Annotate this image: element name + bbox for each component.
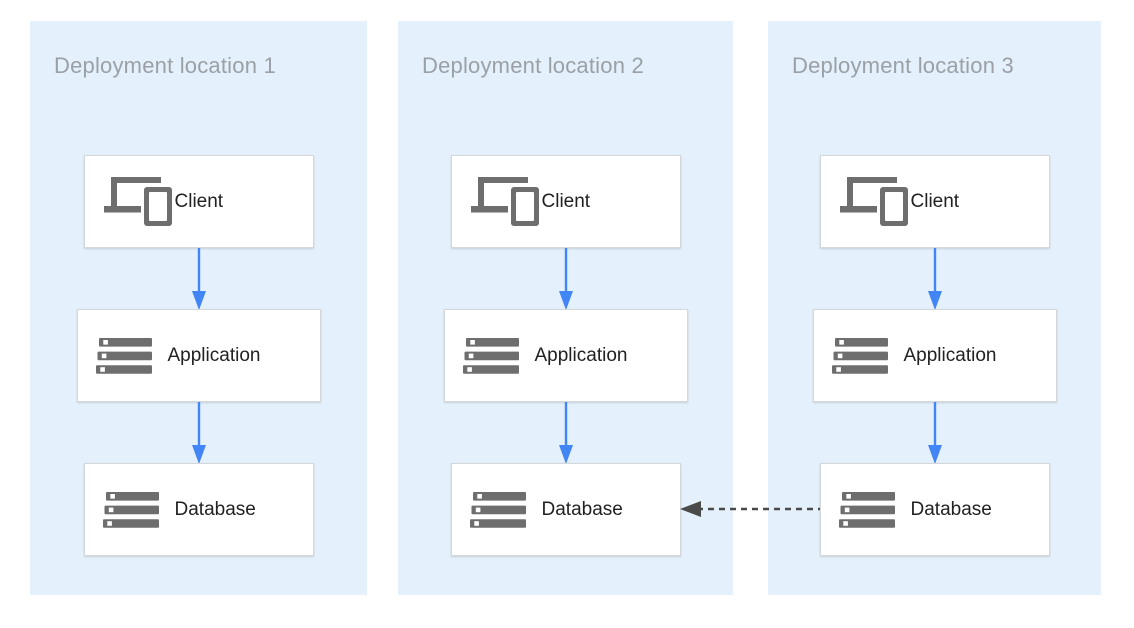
application-label: Application bbox=[534, 344, 628, 366]
arrow-application-to-database bbox=[191, 402, 206, 464]
client-devices-icon bbox=[470, 177, 542, 227]
application-node: Application bbox=[443, 309, 688, 402]
arrow-client-to-application bbox=[558, 248, 573, 310]
application-node: Application bbox=[76, 309, 321, 402]
client-node: Client bbox=[819, 155, 1050, 248]
arrow-application-to-database bbox=[927, 402, 942, 464]
database-node: Database bbox=[83, 463, 314, 556]
server-stack-icon bbox=[463, 338, 535, 374]
database-label: Database bbox=[910, 498, 992, 520]
arrow-application-to-database bbox=[558, 402, 573, 464]
server-stack-icon bbox=[832, 338, 904, 374]
application-node: Application bbox=[812, 309, 1057, 402]
application-label: Application bbox=[167, 344, 261, 366]
server-stack-icon bbox=[96, 338, 168, 374]
deployment-location-3-panel: Deployment location 3 Client Application… bbox=[768, 21, 1101, 595]
server-stack-icon bbox=[103, 492, 175, 528]
panel-title: Deployment location 1 bbox=[54, 53, 276, 78]
arrow-client-to-application bbox=[191, 248, 206, 310]
application-label: Application bbox=[903, 344, 997, 366]
client-devices-icon bbox=[103, 177, 175, 227]
database-node: Database bbox=[819, 463, 1050, 556]
database-label: Database bbox=[541, 498, 623, 520]
arrow-database3-to-database2-dashed bbox=[680, 501, 820, 517]
client-devices-icon bbox=[839, 177, 911, 227]
panel-title: Deployment location 3 bbox=[792, 53, 1014, 78]
client-label: Client bbox=[541, 190, 591, 212]
deployment-location-1-panel: Deployment location 1 Client Application… bbox=[30, 21, 367, 595]
database-node: Database bbox=[450, 463, 681, 556]
client-node: Client bbox=[83, 155, 314, 248]
client-label: Client bbox=[910, 190, 960, 212]
arrow-client-to-application bbox=[927, 248, 942, 310]
server-stack-icon bbox=[470, 492, 542, 528]
panel-title: Deployment location 2 bbox=[422, 53, 644, 78]
database-label: Database bbox=[174, 498, 256, 520]
client-label: Client bbox=[174, 190, 224, 212]
client-node: Client bbox=[450, 155, 681, 248]
deployment-location-2-panel: Deployment location 2 Client Application… bbox=[398, 21, 733, 595]
server-stack-icon bbox=[839, 492, 911, 528]
